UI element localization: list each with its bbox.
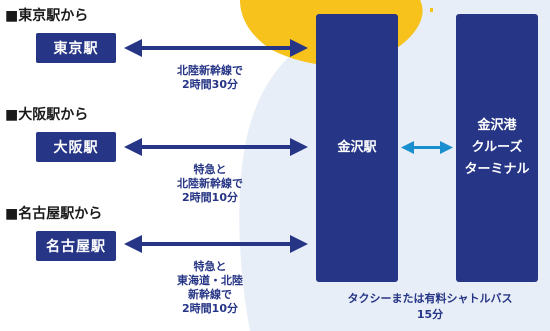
- terminal-label-line: ターミナル: [464, 162, 530, 177]
- route-line: 特急と: [193, 163, 227, 176]
- station-box-nagoya: 名古屋駅: [36, 231, 116, 261]
- section-title-nagoya: ■名古屋駅から: [5, 206, 103, 222]
- hub-label: 金沢駅: [337, 140, 377, 155]
- transfer-note-line: 15分: [416, 308, 444, 321]
- route-line: 東海道・北陸: [177, 274, 243, 287]
- double-arrow-nagoya: [124, 235, 308, 253]
- double-arrow-osaka: [124, 138, 308, 156]
- route-line: 2時間10分: [182, 302, 238, 315]
- route-text-nagoya: 特急と 東海道・北陸 新幹線で 2時間10分: [150, 260, 270, 316]
- terminal-label-line: 金沢港: [477, 118, 517, 133]
- route-line: 特急と: [193, 260, 227, 273]
- route-line: 2時間10分: [182, 191, 238, 204]
- route-line: 北陸新幹線で: [177, 64, 243, 77]
- hub-kanazawa-station: 金沢駅: [316, 14, 398, 282]
- section-title-tokyo: ■東京駅から: [5, 8, 89, 24]
- double-arrow-tokyo: [124, 39, 308, 57]
- station-box-tokyo: 東京駅: [36, 33, 116, 63]
- route-text-osaka: 特急と 北陸新幹線で 2時間10分: [150, 163, 270, 205]
- transfer-note: タクシーまたは有料シャトルバス 15分: [320, 291, 540, 323]
- double-arrow-transfer: [401, 141, 453, 154]
- route-line: 北陸新幹線で: [177, 177, 243, 190]
- station-box-osaka: 大阪駅: [36, 132, 116, 162]
- transfer-note-line: タクシーまたは有料シャトルバス: [347, 292, 513, 305]
- map-speck: [430, 8, 433, 12]
- terminal-kanazawa-port: 金沢港 クルーズ ターミナル: [456, 14, 538, 282]
- map-speck: [408, 20, 410, 23]
- route-line: 2時間30分: [182, 78, 238, 91]
- section-title-osaka: ■大阪駅から: [5, 107, 89, 123]
- route-line: 新幹線で: [188, 288, 232, 301]
- route-text-tokyo: 北陸新幹線で 2時間30分: [150, 64, 270, 92]
- terminal-label-line: クルーズ: [471, 140, 523, 155]
